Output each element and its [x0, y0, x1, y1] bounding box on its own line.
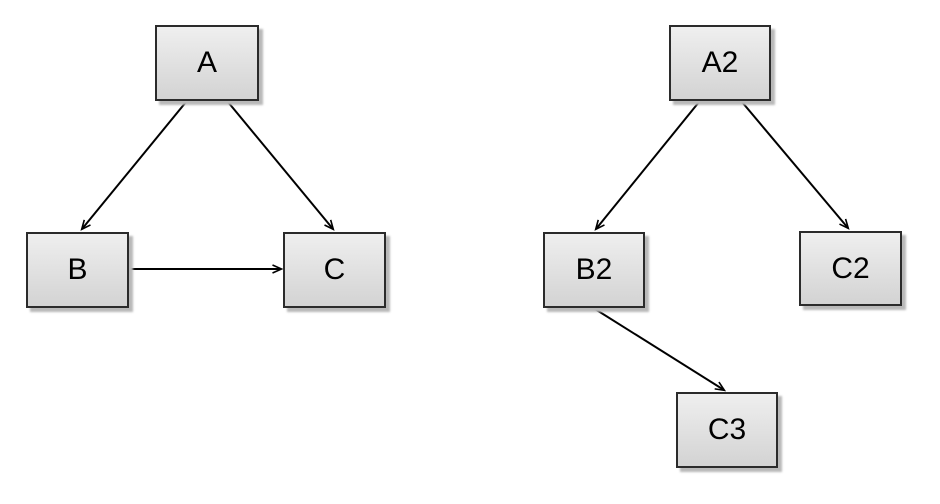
- node-label: B2: [575, 253, 613, 286]
- node-B2: B2: [543, 232, 645, 308]
- edge-B2-C3: [594, 308, 727, 392]
- node-label: A: [196, 46, 217, 79]
- node-label: A2: [701, 46, 739, 79]
- edge-A2-C2: [741, 101, 850, 230]
- node-C2: C2: [799, 231, 902, 306]
- node-B: B: [26, 232, 129, 308]
- edge-A-B: [80, 101, 187, 231]
- node-label: B: [67, 253, 88, 286]
- node-A: A: [155, 25, 259, 101]
- node-C3: C3: [676, 392, 778, 468]
- node-label: C: [323, 253, 346, 286]
- node-label: C2: [831, 251, 870, 285]
- node-A2: A2: [669, 25, 771, 101]
- node-C: C: [283, 232, 386, 308]
- edge-A2-B2: [594, 101, 700, 231]
- node-label: C3: [707, 413, 747, 446]
- edge-A-C: [227, 101, 335, 231]
